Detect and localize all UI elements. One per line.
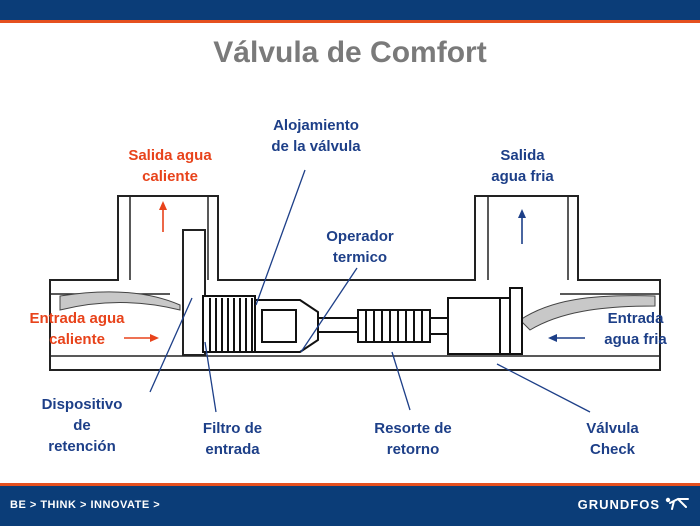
leader-lines bbox=[149, 169, 591, 413]
label-valve-housing: Alojamiento de la válvula bbox=[271, 117, 361, 155]
retention-device bbox=[182, 229, 206, 356]
grundfos-man-icon bbox=[665, 497, 689, 510]
label-cold-inlet: Entrada agua fria bbox=[604, 310, 667, 348]
label-hot-outlet: Salida agua caliente bbox=[128, 147, 212, 185]
label-check-valve: Válvula Check bbox=[586, 420, 639, 458]
return-spring bbox=[357, 309, 449, 343]
filter-spring bbox=[202, 295, 256, 353]
brand-logo: GRUNDFOS bbox=[578, 495, 690, 513]
hot-inlet-shading bbox=[59, 291, 181, 311]
cold-inlet-shading bbox=[519, 295, 656, 331]
label-retention-device: Dispositivo de retención bbox=[41, 396, 123, 455]
header-bar bbox=[0, 0, 700, 23]
thermal-operator bbox=[254, 299, 359, 353]
flow-arrows bbox=[124, 201, 585, 342]
brand-name: GRUNDFOS bbox=[577, 496, 660, 512]
label-cold-outlet: Salida agua fria bbox=[491, 147, 554, 185]
label-return-spring: Resorte de retorno bbox=[374, 420, 452, 458]
label-thermal-operator: Operador termico bbox=[326, 228, 394, 266]
label-inlet-filter: Filtro de entrada bbox=[202, 420, 263, 458]
check-valve bbox=[447, 287, 523, 355]
label-hot-inlet: Entrada agua caliente bbox=[29, 310, 125, 348]
footer-slogan: BE > THINK > INNOVATE > bbox=[10, 499, 161, 511]
footer-bar: BE > THINK > INNOVATE > GRUNDFOS bbox=[0, 483, 700, 526]
slide-title: Válvula de Comfort bbox=[213, 36, 487, 69]
